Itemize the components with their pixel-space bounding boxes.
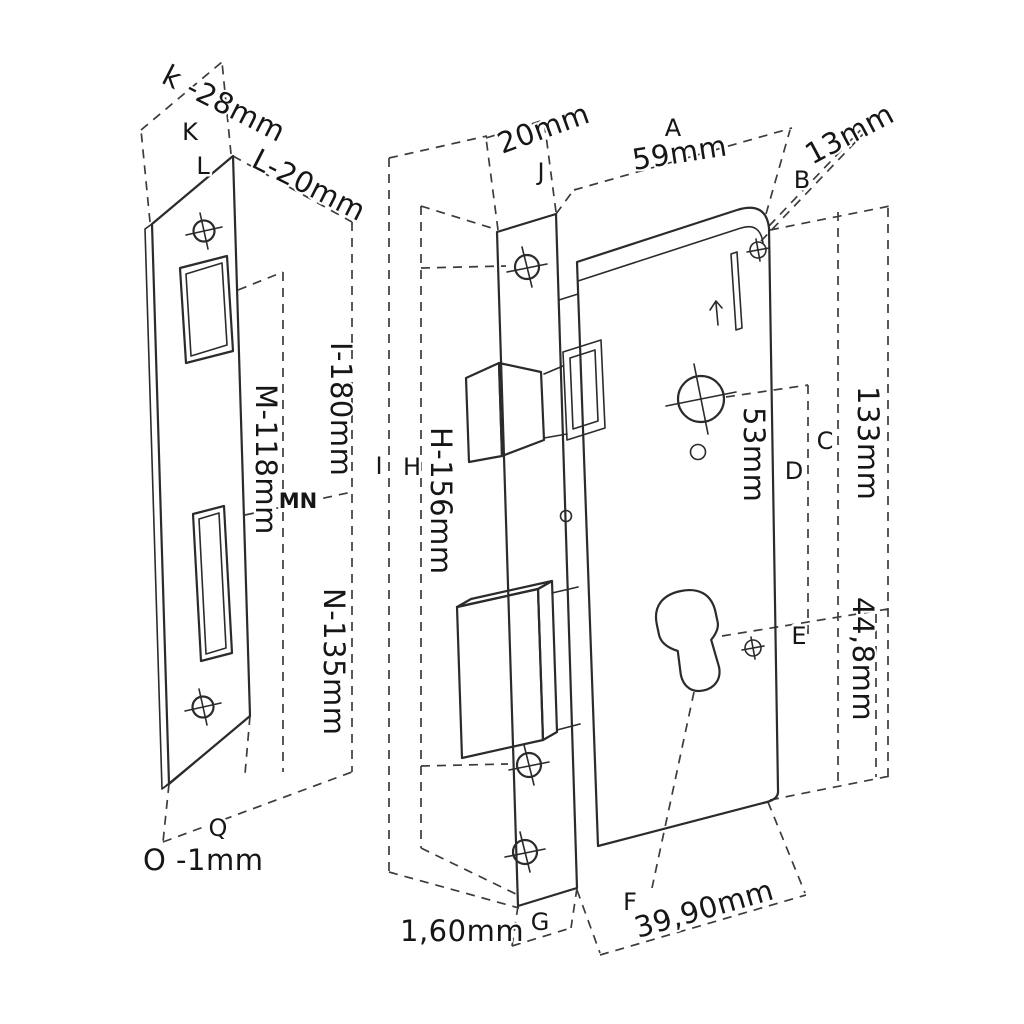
deadbolt-right-face	[536, 579, 559, 742]
stop-slot	[730, 251, 743, 331]
dim-j-20mm: 20mm	[493, 96, 594, 161]
slide-arrow-icon	[709, 300, 723, 326]
spindle-crosshair	[665, 363, 737, 435]
strike-latch-opening-outer	[178, 254, 235, 365]
case-top-screw-crosshair	[746, 238, 770, 262]
case-bottom-screw-crosshair	[741, 636, 765, 660]
case-top-screw-post	[749, 241, 767, 259]
point-label-d: D	[785, 457, 803, 485]
strike-plate-face	[150, 154, 252, 786]
point-label-q: Q	[209, 814, 228, 842]
case-faceplate-junction	[558, 293, 579, 301]
point-label-j: J	[535, 158, 544, 186]
latch-bevel-right-face	[497, 361, 546, 458]
faceplate-bottom-screw-crosshair	[504, 831, 546, 873]
latch-bolt	[464, 339, 606, 464]
strike-plate-guides	[140, 61, 353, 843]
strike-bolt-opening-outer	[191, 504, 234, 663]
point-label-e: E	[791, 622, 806, 650]
lock-guides	[388, 117, 891, 956]
spindle-pin-hole	[689, 443, 707, 461]
dim-i-180mm: I-180mm	[324, 342, 358, 476]
dim-a-59mm: 59mm	[630, 128, 730, 177]
lock-case	[558, 206, 780, 848]
euro-cylinder-hole	[654, 589, 721, 693]
point-label-mn: MN	[279, 489, 317, 513]
strike-guide-lines	[140, 61, 353, 843]
dim-h-156mm: H-156mm	[424, 427, 458, 575]
case-outline	[575, 206, 780, 848]
point-label-l: L	[196, 152, 210, 180]
deadbolt-connector-lines	[551, 586, 581, 731]
point-label-a: A	[665, 114, 682, 142]
dim-53mm: 53mm	[737, 407, 771, 502]
lock-assembly	[455, 206, 780, 908]
latch-bevel-left-face	[464, 361, 504, 464]
lock-guide-lines	[388, 117, 891, 956]
faceplate-pin-hole	[559, 509, 573, 523]
faceplate-mid-screw-crosshair	[508, 744, 550, 786]
latch-housing-inner	[569, 349, 599, 430]
dim-m-118mm: M-118mm	[249, 384, 283, 535]
dim-c-133mm: 133mm	[851, 386, 885, 500]
faceplate-bottom-screw-hole	[511, 838, 539, 866]
latch-housing-outer	[562, 339, 606, 441]
strike-bolt-opening-inner	[198, 512, 227, 655]
dim-b-13mm: 13mm	[799, 96, 899, 171]
faceplate-mid-screw-hole	[515, 751, 543, 779]
dimension-labels: k -28mm K L L-20mm M-118mm MN I-180mm N-…	[141, 56, 902, 950]
strike-top-screw-crosshair	[185, 212, 223, 250]
point-label-h: H	[403, 453, 421, 481]
faceplate-top-screw-hole	[513, 253, 541, 281]
strike-bottom-screw-hole	[191, 695, 215, 719]
spindle-hole	[676, 374, 726, 424]
faceplate-face	[495, 212, 579, 908]
faceplate-top-screw-crosshair	[506, 246, 548, 288]
point-label-c: C	[817, 427, 834, 455]
deadbolt	[455, 579, 581, 760]
dim-l-20mm: L-20mm	[247, 142, 372, 228]
point-label-i: I	[375, 452, 382, 480]
deadbolt-front-face	[455, 587, 545, 760]
point-label-g: G	[531, 908, 550, 936]
dim-n-135mm: N-135mm	[317, 588, 351, 736]
strike-top-screw-hole	[192, 219, 216, 243]
dim-k-28mm: k -28mm	[157, 58, 291, 149]
point-label-f: F	[623, 888, 637, 916]
latch-connector-lines	[543, 365, 568, 439]
point-label-k: K	[182, 118, 199, 146]
case-top-inner-edge	[577, 225, 764, 282]
lock-faceplate	[495, 212, 579, 908]
point-label-b: B	[794, 166, 810, 194]
dim-e-44-8mm: 44,8mm	[846, 597, 880, 721]
dim-o-1mm: O -1mm	[143, 843, 263, 877]
strike-bottom-screw-crosshair	[184, 688, 222, 726]
case-bottom-screw-post	[744, 639, 762, 657]
dim-g-1-60mm: 1,60mm	[400, 914, 524, 948]
strike-plate	[144, 154, 252, 790]
strike-plate-thickness-edge	[144, 223, 251, 790]
strike-latch-opening-inner	[185, 262, 228, 357]
